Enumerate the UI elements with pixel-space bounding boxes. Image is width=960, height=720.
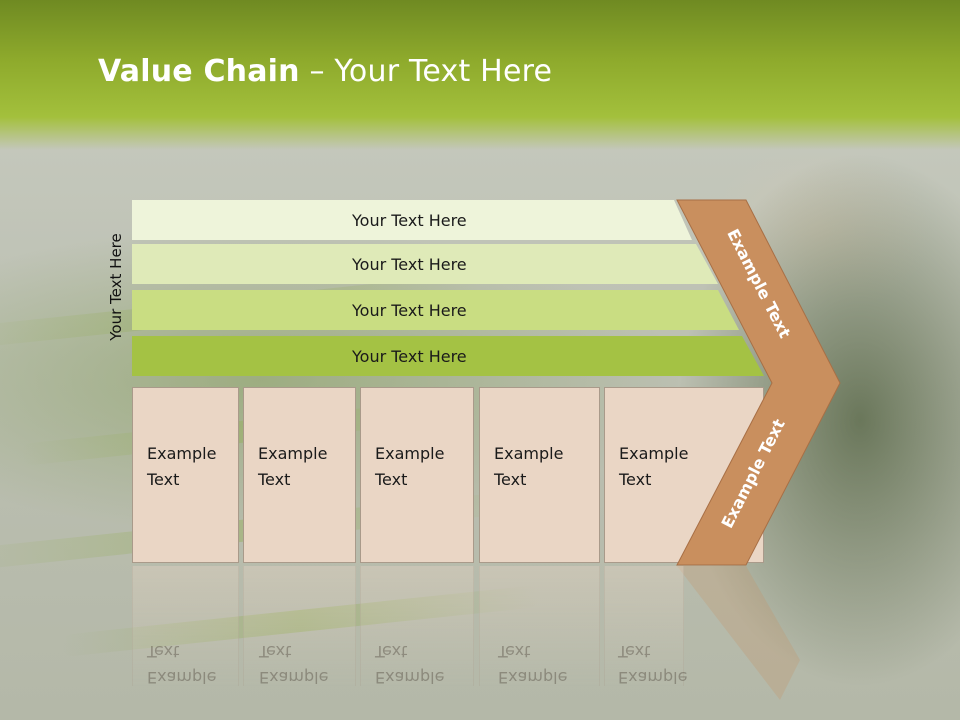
title-bar [0,0,960,150]
support-band-1: Your Text Here [132,200,692,240]
column-text-line1: Example [375,444,445,463]
slide-title: Value Chain – Your Text Here [98,54,552,89]
column-text-line2: Text [494,470,527,489]
support-band-2: Your Text Here [132,244,718,284]
column-text-line1: Example [494,444,564,463]
title-rest: – Your Text Here [299,54,553,89]
support-band-4: Your Text Here [132,336,764,376]
support-band-3: Your Text Here [132,290,739,330]
band-label: Your Text Here [352,346,467,366]
column-text-line1: Example [147,444,217,463]
column-text-line1: Example [258,444,328,463]
band-label: Your Text Here [352,254,467,274]
title-bold: Value Chain [98,54,300,89]
column-text-line1: Example [619,444,689,463]
column-text-line2: Text [147,470,180,489]
column-text-line2: Text [619,470,652,489]
column-text-line2: Text [258,470,291,489]
chevron-arrow [676,199,841,566]
band-label: Your Text Here [352,210,467,230]
band-label: Your Text Here [352,300,467,320]
column-text-line2: Text [375,470,408,489]
